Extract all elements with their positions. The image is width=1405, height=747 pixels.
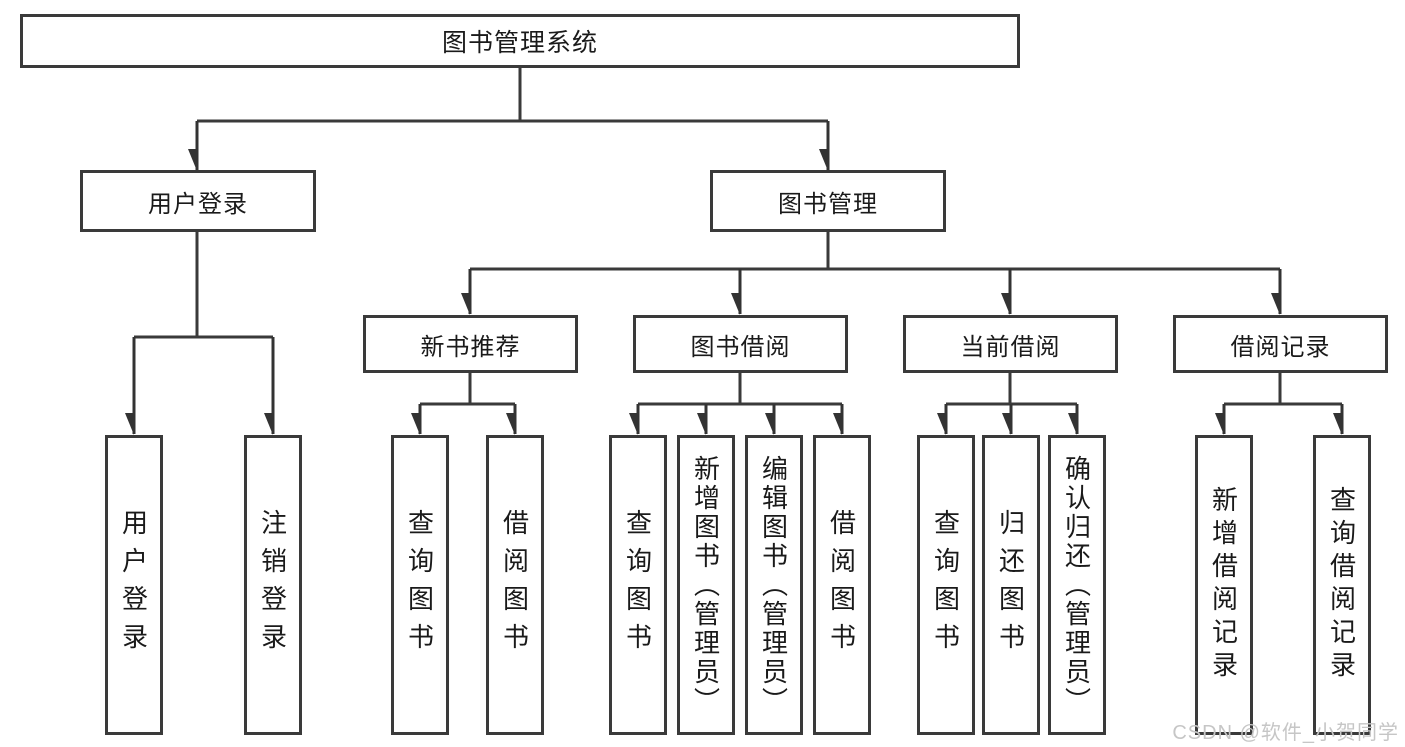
leaf-return-book: 归还图书 xyxy=(982,435,1040,735)
csdn-watermark: CSDN @软件_小贺同学 xyxy=(1172,722,1399,744)
connector-arrows xyxy=(134,121,1344,434)
leaf-borrow-books-recommend: 借阅图书 xyxy=(486,435,544,735)
leaf-query-books-recommend: 查询图书 xyxy=(391,435,449,735)
leaf-add-book-admin: 新增图书（管理员） xyxy=(677,435,735,735)
leaf-edit-book-admin: 编辑图书（管理员） xyxy=(745,435,803,735)
leaf-add-borrow-record: 新增借阅记录 xyxy=(1195,435,1253,735)
leaf-confirm-return-admin: 确认归还（管理员） xyxy=(1048,435,1106,735)
leaf-query-books-borrow: 查询图书 xyxy=(609,435,667,735)
node-borrow-records: 借阅记录 xyxy=(1173,315,1388,373)
leaf-user-login: 用户登录 xyxy=(105,435,163,735)
node-root-system: 图书管理系统 xyxy=(20,14,1020,68)
node-book-management: 图书管理 xyxy=(710,170,946,232)
connector-skeleton xyxy=(134,68,1342,406)
leaf-logout: 注销登录 xyxy=(244,435,302,735)
leaf-borrow-books: 借阅图书 xyxy=(813,435,871,735)
leaf-query-books-current: 查询图书 xyxy=(917,435,975,735)
node-user-login: 用户登录 xyxy=(80,170,316,232)
node-current-borrow: 当前借阅 xyxy=(903,315,1118,373)
node-new-book-recommend: 新书推荐 xyxy=(363,315,578,373)
node-book-borrow: 图书借阅 xyxy=(633,315,848,373)
leaf-query-borrow-record: 查询借阅记录 xyxy=(1313,435,1371,735)
